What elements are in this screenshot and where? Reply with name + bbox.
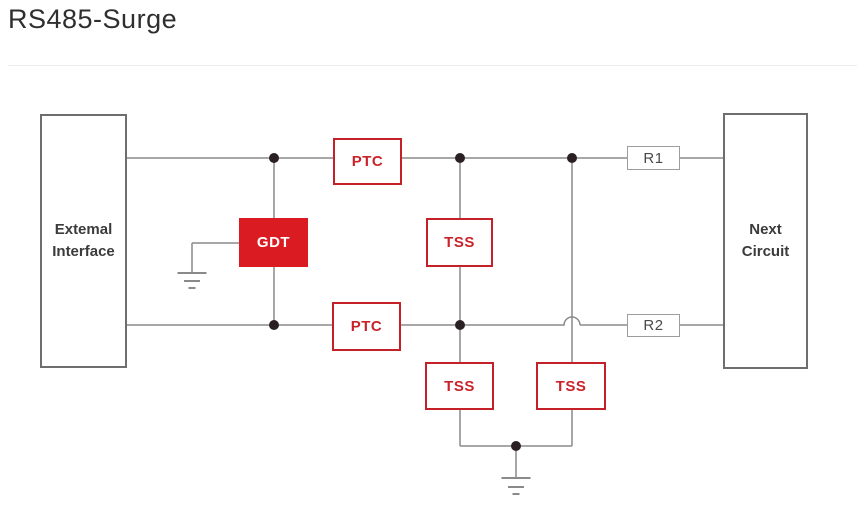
page-title: RS485-Surge <box>8 4 178 34</box>
external-interface-label-line2: Interface <box>52 243 115 260</box>
external-interface-box: Extemal Interface <box>40 114 127 368</box>
junction-dots <box>269 153 577 451</box>
junction-dot <box>269 153 279 163</box>
gdt-component: GDT <box>239 218 308 267</box>
junction-dot <box>455 153 465 163</box>
external-interface-label-line1: Extemal <box>54 220 113 238</box>
ptc-top-component: PTC <box>333 138 402 185</box>
r2-resistor: R2 <box>627 314 680 337</box>
junction-dot <box>567 153 577 163</box>
ptc-bottom-component: PTC <box>332 302 401 351</box>
next-circuit-label-line2: Circuit <box>741 243 790 260</box>
wire-bottom-line <box>127 316 723 326</box>
wire-gdt-ground-stub <box>191 242 239 273</box>
tss-top-component: TSS <box>426 218 493 267</box>
r1-resistor: R1 <box>627 146 680 170</box>
ground-symbol-tss <box>501 477 531 495</box>
tss-bottom-right-component: TSS <box>536 362 606 410</box>
tss-bottom-left-component: TSS <box>425 362 494 410</box>
next-circuit-box: Next Circuit <box>723 113 808 369</box>
junction-dot <box>511 441 521 451</box>
ground-symbol-gdt <box>177 272 207 289</box>
header-divider <box>8 65 857 66</box>
junction-dot <box>269 320 279 330</box>
junction-dot <box>455 320 465 330</box>
next-circuit-label-line1: Next <box>749 220 782 238</box>
